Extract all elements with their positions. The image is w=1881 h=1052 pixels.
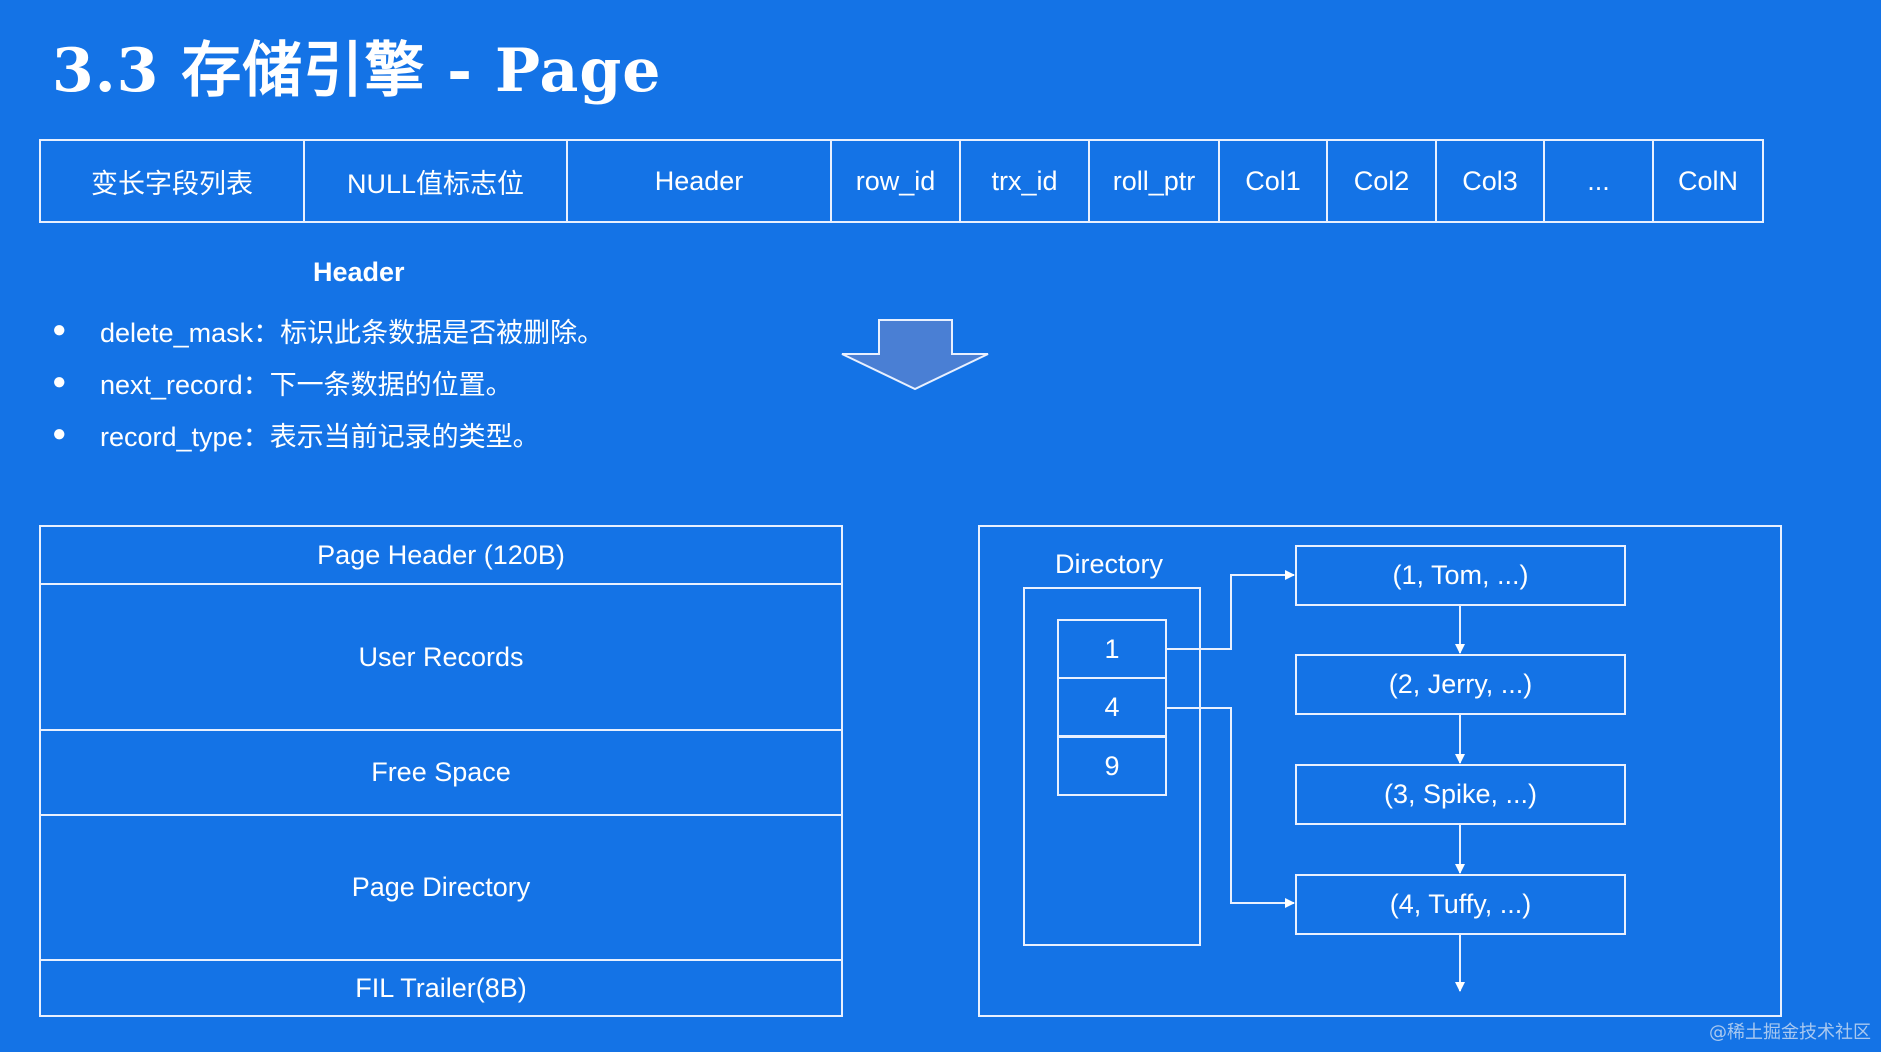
watermark: @稀土掘金技术社区 [1709,1022,1871,1043]
field-desc: 标识此条数据是否被删除。 [280,317,605,348]
row-cell: roll_ptr [1090,141,1220,221]
row-cell: NULL值标志位 [305,141,568,221]
row-cell: Header [568,141,832,221]
row-cell: 变长字段列表 [41,141,305,221]
directory-box [1023,587,1201,946]
page-section: Free Space [41,731,841,816]
field-name: record_type： [100,421,270,452]
field-name: delete_mask： [100,317,281,348]
page-title: 3.3 存储引擎 - Page [52,36,662,106]
bullet-icon: ● [52,368,67,395]
list-item: ● next_record： 下一条数据的位置。 [52,356,604,408]
directory-diagram [978,525,1782,1017]
directory-title: Directory [1055,549,1164,579]
row-cell: row_id [832,141,961,221]
list-item: ● record_type： 表示当前记录的类型。 [52,408,604,460]
down-arrow-icon [841,319,989,391]
list-item: ● delete_mask： 标识此条数据是否被删除。 [52,304,604,356]
field-name: next_record： [100,369,270,400]
page-section: FIL Trailer(8B) [355,972,527,1003]
bullet-icon: ● [52,316,67,343]
directory-slot: 1 [1057,619,1167,679]
record-box: (2, Jerry, ...) [1295,654,1626,715]
record-box: (1, Tom, ...) [1295,545,1626,606]
row-cell: Col1 [1220,141,1328,221]
page-section: Page Directory [41,816,841,961]
page-structure: Page Header (120B) User Records Free Spa… [39,525,843,1017]
row-format-table: 变长字段列表 NULL值标志位 Header row_id trx_id rol… [39,139,1764,223]
page-section: Page Header (120B) [41,527,841,585]
header-bullet-list: ● delete_mask： 标识此条数据是否被删除。 ● next_recor… [52,304,604,460]
record-box: (3, Spike, ...) [1295,764,1626,825]
row-cell: trx_id [961,141,1090,221]
page-section: User Records [41,585,841,731]
row-cell: ColN [1677,165,1738,196]
row-cell: Col3 [1437,141,1545,221]
row-cell: Col2 [1328,141,1437,221]
row-cell: ... [1545,141,1654,221]
field-desc: 下一条数据的位置。 [269,369,513,400]
directory-slot: 4 [1057,677,1167,737]
bullet-icon: ● [52,420,67,447]
field-desc: 表示当前记录的类型。 [269,421,540,452]
record-box: (4, Tuffy, ...) [1295,874,1626,935]
header-label: Header [313,257,405,287]
directory-slot: 9 [1057,736,1167,796]
